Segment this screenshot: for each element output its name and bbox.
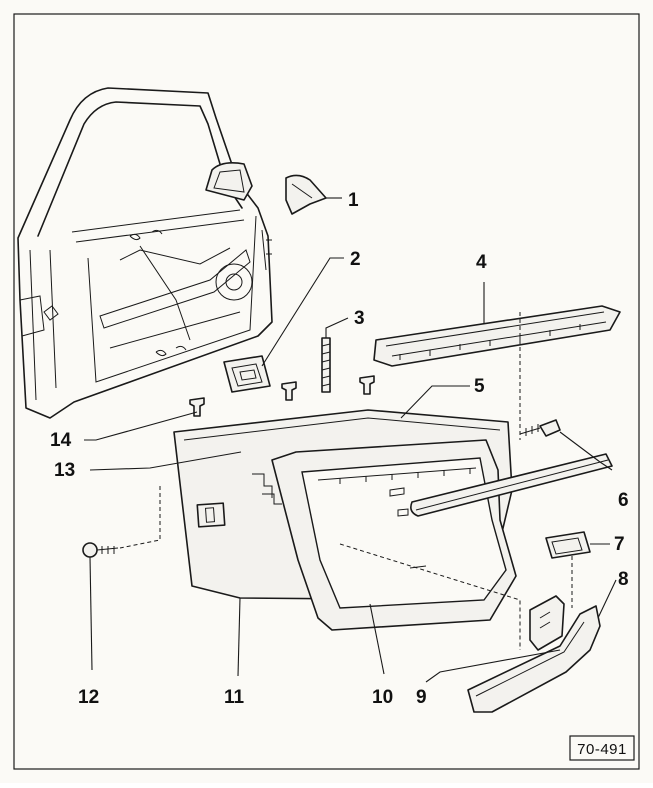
part-2-handle-cup [223, 355, 271, 393]
part-3-stud [321, 337, 331, 393]
callout-5: 5 [474, 376, 485, 397]
callout-10: 10 [372, 687, 393, 708]
part-4-sill-strip [373, 305, 621, 367]
reference-code-box: 70-491 [569, 735, 635, 761]
callout-14: 14 [50, 430, 72, 451]
part-8-armrest [467, 605, 601, 713]
part-10-trim-frame [271, 439, 517, 631]
callout-8: 8 [618, 569, 629, 590]
part-6-moulding-strip [410, 453, 613, 517]
callout-3: 3 [354, 308, 365, 329]
callout-12: 12 [78, 687, 99, 708]
reference-code: 70-491 [577, 741, 627, 758]
callout-11: 11 [224, 687, 245, 708]
callout-2: 2 [350, 249, 361, 270]
callout-6: 6 [618, 490, 629, 511]
part-9-switch-bracket [529, 595, 565, 651]
screw-top-right [519, 419, 561, 437]
callout-9: 9 [416, 687, 427, 708]
callout-4: 4 [476, 252, 487, 273]
callout-1: 1 [348, 190, 359, 211]
diagram-frame [13, 13, 640, 770]
callout-7: 7 [614, 534, 625, 555]
part-1-mirror-cover [285, 174, 327, 215]
door-shell [17, 87, 273, 419]
callout-labels: 1 2 3 4 5 6 7 8 9 10 11 12 13 14 [50, 190, 629, 708]
part-12-screw [82, 542, 119, 558]
callout-13: 13 [54, 460, 75, 481]
part-7-recess-insert [545, 531, 591, 559]
trim-clips [189, 375, 375, 417]
leader-lines [84, 197, 617, 683]
